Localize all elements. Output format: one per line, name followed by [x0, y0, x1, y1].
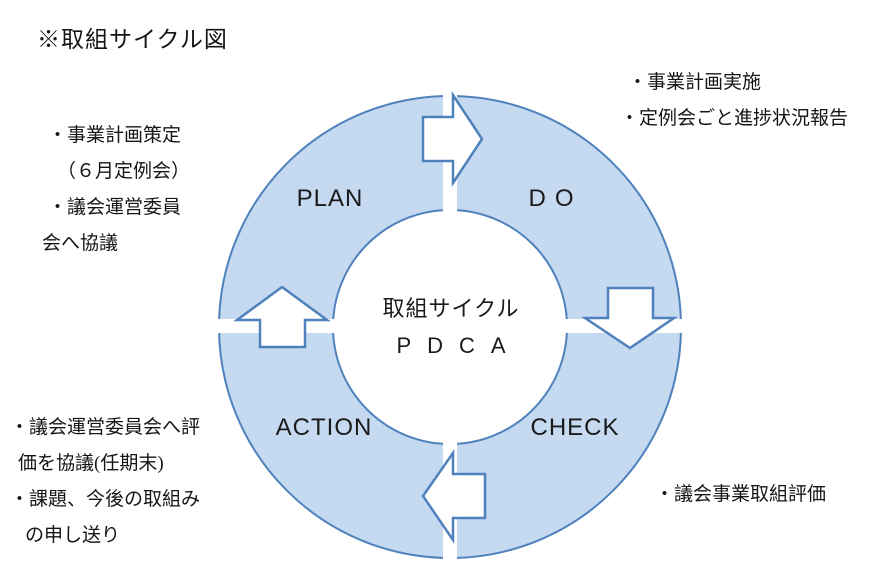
arrow-right-icon	[421, 90, 484, 188]
note-line: 価を協議(任期末)	[18, 453, 164, 474]
center-title: 取組サイクル	[382, 296, 520, 321]
note-plan: ・事業計画策定 （６月定例会） ・議会運営委員 会へ協議	[42, 118, 190, 262]
note-do: ・事業計画実施 ・定例会ごと進捗状況報告	[620, 65, 848, 137]
note-check: ・議会事業取組評価	[655, 477, 826, 513]
center-pdca-label: PDCA	[396, 333, 522, 358]
quadrant-label-do: DO	[528, 185, 583, 212]
quadrant-label-action: ACTION	[275, 414, 373, 441]
note-line: ・定例会ごと進捗状況報告	[620, 108, 849, 129]
note-line: ・事業計画実施	[628, 72, 762, 93]
note-line: ・事業計画策定	[48, 125, 182, 146]
arrow-left-icon	[421, 449, 487, 545]
note-line: ・議会運営委員会へ評	[10, 417, 201, 438]
arrow-up-icon	[233, 285, 331, 349]
note-line: の申し送り	[25, 525, 121, 546]
note-line: ・議会運営委員	[48, 197, 182, 218]
note-line: （６月定例会）	[57, 161, 191, 182]
note-line: ・課題、今後の取組み	[10, 489, 201, 510]
note-line: ・議会事業取組評価	[655, 484, 827, 505]
note-line: 会へ協議	[42, 233, 119, 254]
quadrant-label-plan: PLAN	[296, 185, 364, 212]
note-action: ・議会運営委員会へ評 価を協議(任期末) ・課題、今後の取組み の申し送り	[10, 410, 200, 554]
quadrant-label-check: CHECK	[530, 414, 620, 441]
page-title: ※取組サイクル図	[37, 27, 228, 52]
arrow-down-icon	[580, 286, 679, 350]
ring-gap-horizontal	[216, 319, 684, 333]
